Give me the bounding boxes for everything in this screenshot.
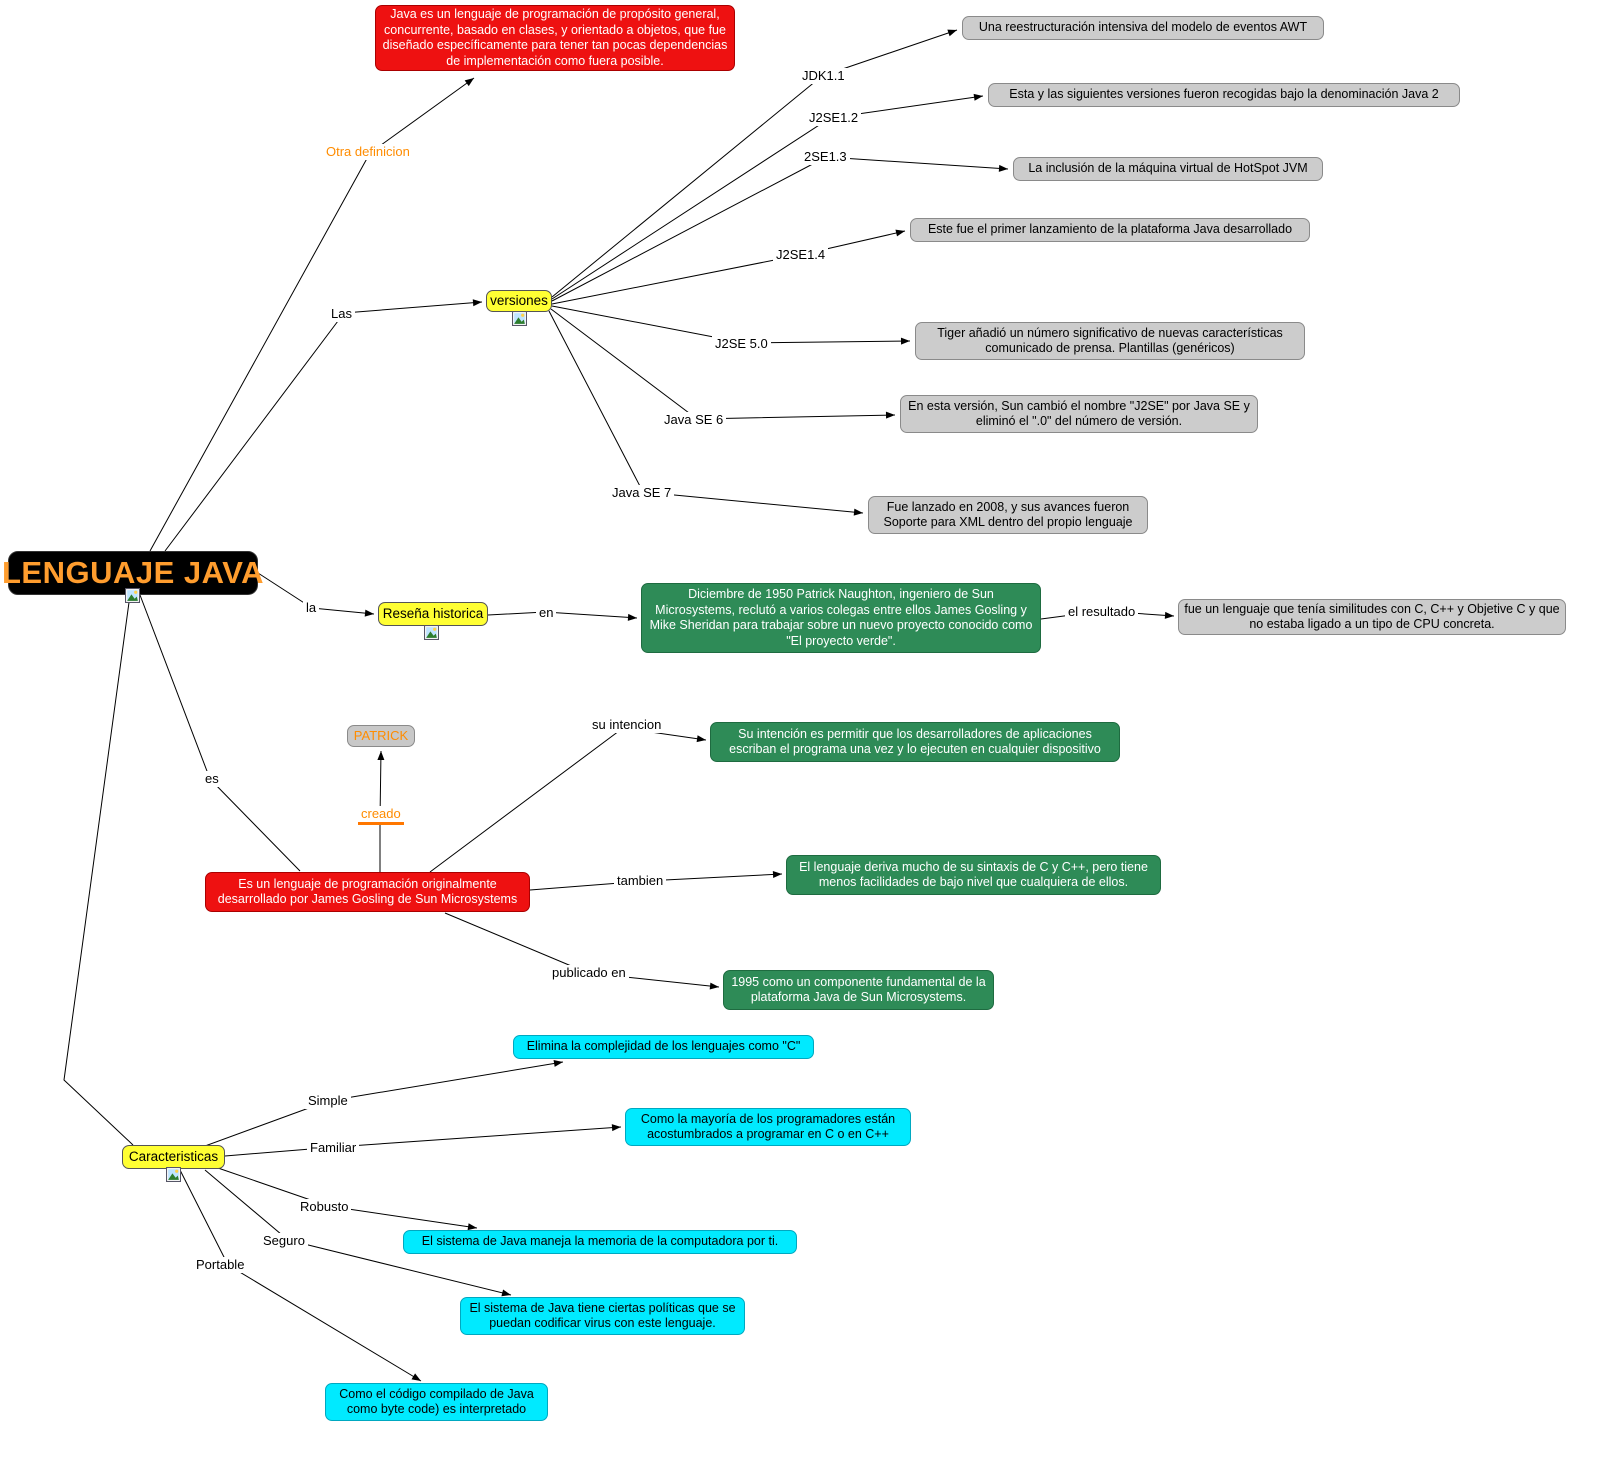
link-label-en[interactable]: en: [536, 605, 557, 621]
node-version-2008[interactable]: Fue lanzado en 2008, y sus avances fuero…: [868, 496, 1148, 534]
image-icon[interactable]: [166, 1167, 181, 1182]
link-label-portable[interactable]: Portable: [193, 1257, 248, 1273]
node-feature-seguro[interactable]: El sistema de Java tiene ciertas polític…: [460, 1297, 745, 1335]
node-versiones-hub[interactable]: versiones: [486, 290, 552, 312]
arrowhead: [947, 29, 957, 37]
connector-definition: [149, 77, 475, 552]
link-label-javase6[interactable]: Java SE 6: [661, 412, 727, 428]
arrowhead: [377, 751, 385, 761]
node-intencion[interactable]: Su intención es permitir que los desarro…: [710, 722, 1120, 762]
connector-j2se12: [551, 95, 984, 300]
link-label-otra-definicion[interactable]: Otra definicion: [323, 144, 413, 160]
link-label-j2se50[interactable]: J2SE 5.0: [712, 336, 771, 352]
image-icon[interactable]: [512, 311, 527, 326]
link-label-tambien[interactable]: tambien: [614, 873, 667, 889]
link-label-las[interactable]: Las: [328, 306, 355, 322]
link-label-creado[interactable]: creado: [358, 806, 404, 825]
link-label-robusto[interactable]: Robusto: [297, 1199, 352, 1215]
arrowhead: [998, 164, 1008, 172]
node-definition[interactable]: Java es un lenguaje de programación de p…: [375, 5, 735, 71]
arrowhead: [900, 337, 910, 345]
node-resena-historica-hub[interactable]: Reseña historica: [378, 602, 488, 626]
node-sintaxis[interactable]: El lenguaje deriva mucho de su sintaxis …: [786, 855, 1161, 895]
node-version-java2[interactable]: Esta y las siguientes versiones fueron r…: [988, 83, 1460, 107]
link-label-su-intencion[interactable]: su intencion: [589, 717, 665, 733]
connector-j2se14: [551, 230, 906, 305]
node-patrick[interactable]: PATRICK: [347, 725, 415, 747]
arrowhead: [472, 299, 482, 307]
node-version-primer-lanzamiento[interactable]: Este fue el primer lanzamiento de la pla…: [910, 218, 1310, 242]
connector-familiar: [224, 1126, 622, 1157]
arrowhead: [611, 1124, 621, 1132]
arrowhead: [501, 1289, 511, 1297]
arrowhead: [464, 78, 474, 87]
link-label-la[interactable]: la: [303, 600, 320, 616]
connector-intencion: [429, 727, 707, 873]
connector-caracteristicas: [63, 594, 134, 1146]
node-resena-resultado[interactable]: fue un lenguaje que tenía similitudes co…: [1178, 599, 1566, 635]
node-feature-robusto[interactable]: El sistema de Java maneja la memoria de …: [403, 1230, 797, 1254]
node-origen[interactable]: Es un lenguaje de programación originalm…: [205, 872, 530, 912]
node-version-hotspot[interactable]: La inclusión de la máquina virtual de Ho…: [1013, 157, 1323, 181]
node-publicado[interactable]: 1995 como un componente fundamental de l…: [723, 970, 994, 1010]
link-label-j2se14[interactable]: J2SE1.4: [773, 247, 829, 263]
arrowhead: [709, 982, 719, 990]
connector-versiones: [164, 301, 483, 552]
main-topic[interactable]: LENGUAJE JAVA: [2, 551, 264, 595]
connector-simple: [204, 1061, 564, 1147]
arrowhead: [772, 870, 782, 878]
arrowhead: [364, 609, 374, 617]
node-version-tiger[interactable]: Tiger añadió un número significativo de …: [915, 322, 1305, 360]
image-icon[interactable]: [424, 625, 439, 640]
link-label-jdk11[interactable]: JDK1.1: [799, 68, 848, 84]
node-caracteristicas-hub[interactable]: Caracteristicas: [122, 1145, 225, 1169]
arrowhead: [627, 613, 637, 621]
node-feature-portable[interactable]: Como el código compilado de Java como by…: [325, 1383, 548, 1421]
arrowhead: [1164, 611, 1174, 619]
arrowhead: [411, 1373, 421, 1381]
link-label-j2se12[interactable]: J2SE1.2: [806, 110, 862, 126]
link-label-publicado-en[interactable]: publicado en: [549, 965, 629, 981]
node-feature-familiar[interactable]: Como la mayoría de los programadores est…: [625, 1108, 911, 1146]
link-label-simple[interactable]: Simple: [305, 1093, 351, 1109]
link-label-javase7[interactable]: Java SE 7: [609, 485, 675, 501]
connector-en: [487, 611, 638, 619]
connector-javase6: [550, 308, 896, 420]
arrowhead: [895, 229, 905, 237]
arrowhead: [885, 411, 895, 419]
arrowhead: [696, 735, 706, 743]
connector-es: [139, 594, 301, 872]
arrowhead: [467, 1223, 477, 1231]
link-label-seguro[interactable]: Seguro: [260, 1233, 308, 1249]
link-label-familiar[interactable]: Familiar: [307, 1140, 360, 1156]
node-version-nombre[interactable]: En esta versión, Sun cambió el nombre "J…: [900, 395, 1258, 433]
arrowhead: [853, 508, 863, 516]
connector-robusto: [217, 1167, 478, 1229]
arrowhead: [973, 93, 983, 101]
link-label-2se13[interactable]: 2SE1.3: [801, 149, 850, 165]
image-icon[interactable]: [125, 588, 140, 603]
node-version-awt[interactable]: Una reestructuración intensiva del model…: [962, 16, 1324, 40]
link-label-es[interactable]: es: [202, 771, 222, 787]
arrowhead: [553, 1060, 563, 1067]
node-feature-simple[interactable]: Elimina la complejidad de los lenguajes …: [513, 1035, 814, 1059]
link-label-el-resultado[interactable]: el resultado: [1065, 604, 1139, 620]
node-resena-texto[interactable]: Diciembre de 1950 Patrick Naughton, inge…: [641, 583, 1041, 653]
